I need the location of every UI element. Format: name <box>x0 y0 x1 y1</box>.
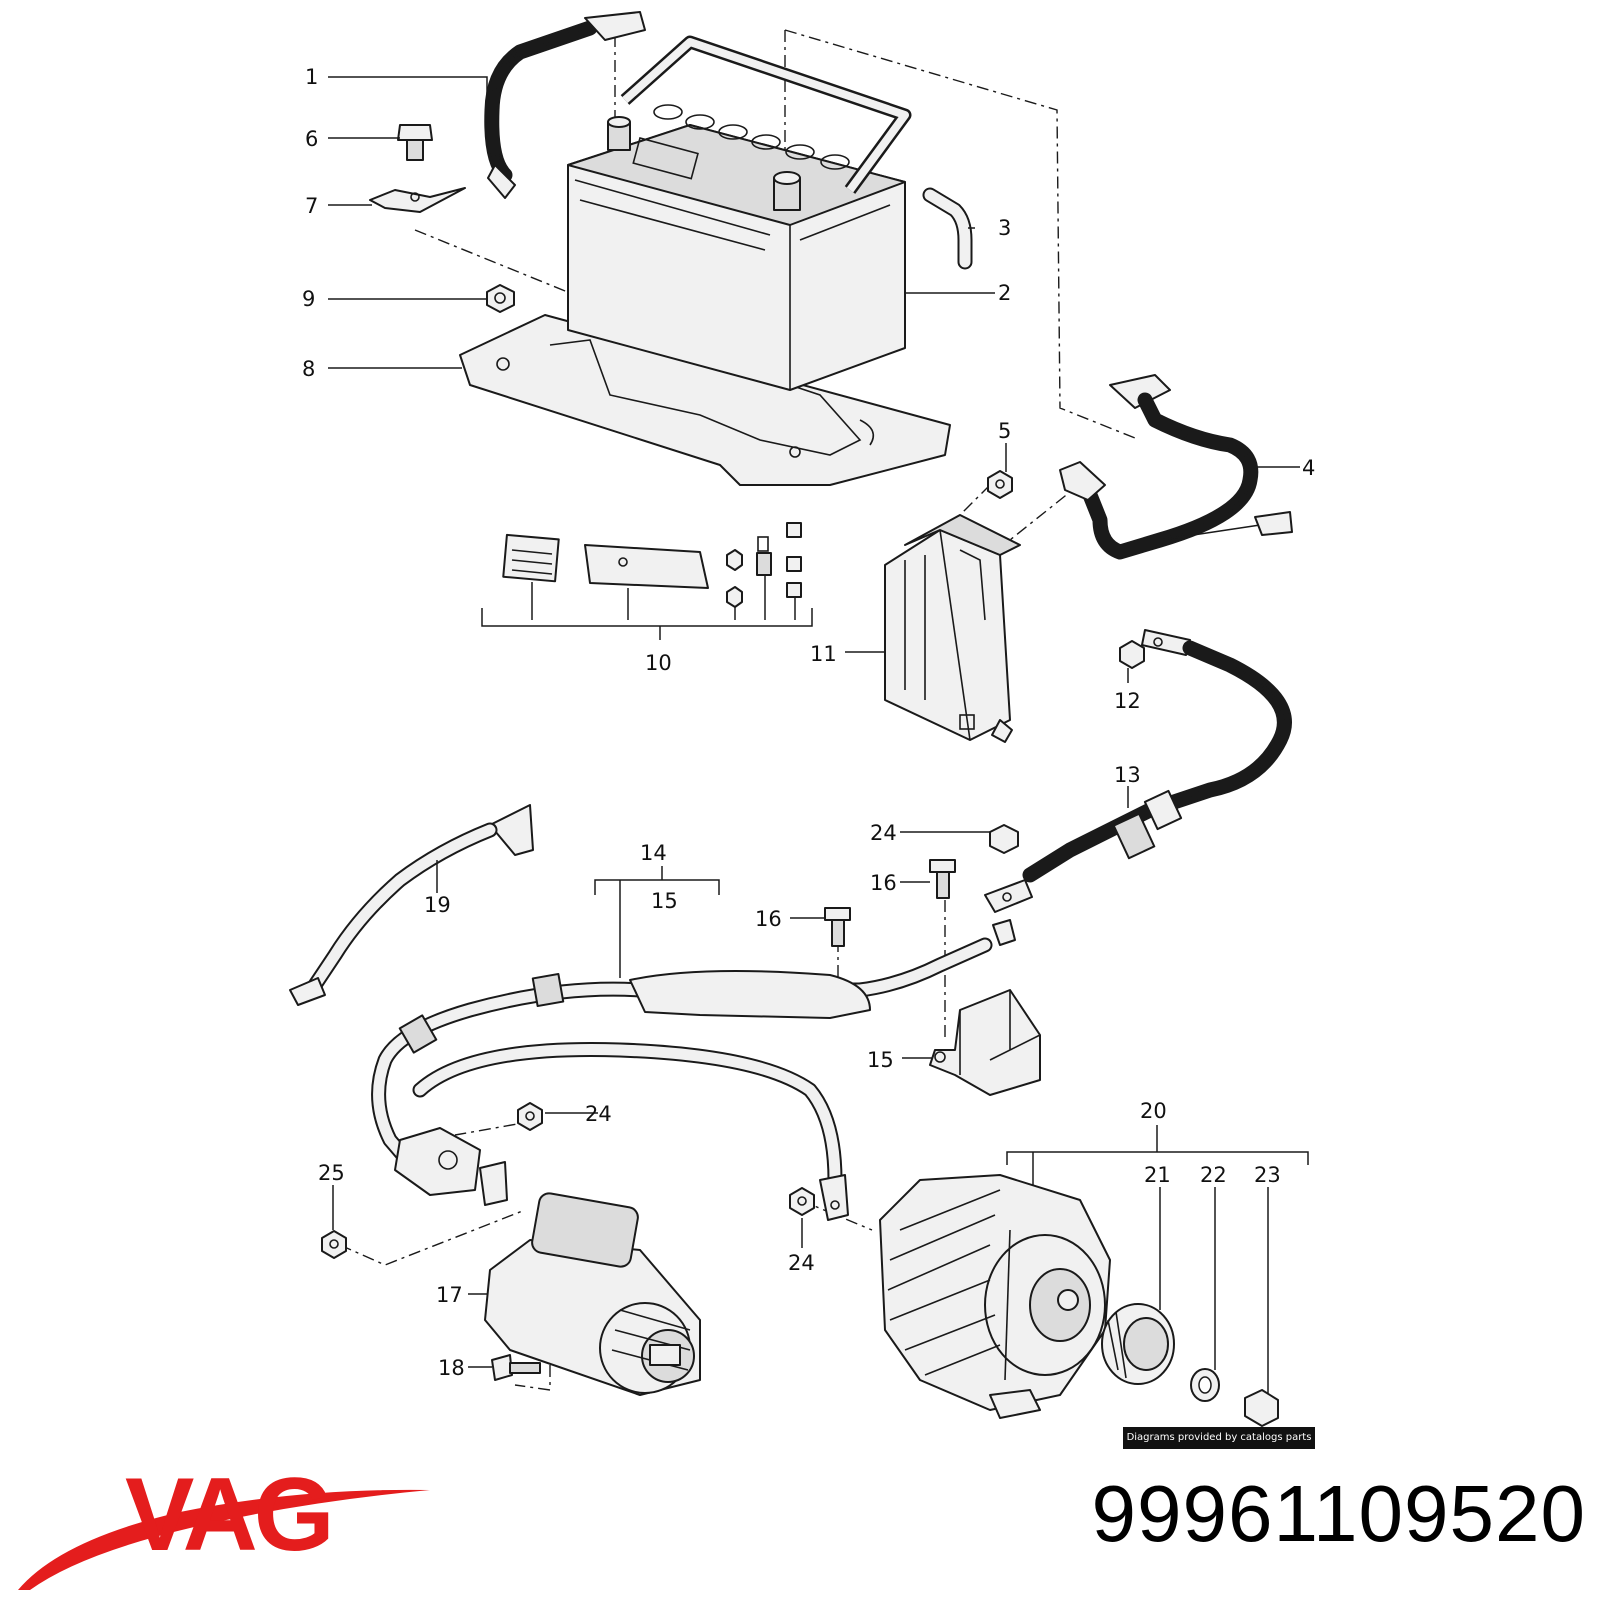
cable-19 <box>289 804 534 1006</box>
nut-24-low <box>789 1187 815 1216</box>
callout-12: 12 <box>1114 689 1141 713</box>
elbow-fitting <box>922 187 973 270</box>
callout-19: 19 <box>424 893 451 917</box>
callout-20: 20 <box>1140 1099 1167 1123</box>
bolt-6 <box>397 124 433 161</box>
nut-25 <box>321 1230 347 1259</box>
callout-16-mid: 16 <box>755 907 782 931</box>
callout-21: 21 <box>1144 1163 1171 1187</box>
cable-harness <box>371 937 993 1221</box>
nut-12 <box>1119 640 1145 669</box>
callout-3: 3 <box>998 216 1011 240</box>
starter-motor <box>484 1192 701 1396</box>
nut-24-top <box>989 824 1019 854</box>
callout-24-top: 24 <box>870 821 897 845</box>
callout-8: 8 <box>302 357 315 381</box>
callout-15-top: 15 <box>651 889 678 913</box>
pulley-21 <box>1101 1303 1175 1385</box>
callout-10: 10 <box>645 651 672 675</box>
bolt-16-mid <box>824 907 851 947</box>
control-unit <box>884 514 1021 743</box>
callout-14: 14 <box>640 841 667 865</box>
clamp-7 <box>369 187 466 213</box>
bracket-15 <box>929 919 1041 1096</box>
bolt-18 <box>491 1354 541 1381</box>
alternator <box>879 1174 1111 1419</box>
callout-16-top: 16 <box>870 871 897 895</box>
callout-24-low: 24 <box>788 1251 815 1275</box>
callout-23: 23 <box>1254 1163 1281 1187</box>
callout-17: 17 <box>436 1283 463 1307</box>
logo-swoosh <box>18 1489 430 1590</box>
nut-23 <box>1244 1389 1279 1427</box>
brand-name: VAG <box>125 1457 331 1573</box>
kit-10 <box>481 522 813 640</box>
battery <box>567 35 912 391</box>
callout-9: 9 <box>302 287 315 311</box>
callout-22: 22 <box>1200 1163 1227 1187</box>
leader-lines <box>328 76 1309 1393</box>
callout-5: 5 <box>998 419 1011 443</box>
callout-18: 18 <box>438 1356 465 1380</box>
washer-22 <box>1190 1368 1220 1402</box>
callout-24-mid: 24 <box>585 1102 612 1126</box>
nut-24-mid <box>517 1102 543 1131</box>
callout-25: 25 <box>318 1161 345 1185</box>
callout-15-bottom: 15 <box>867 1048 894 1072</box>
diagram-credit: Diagrams provided by catalogs parts <box>1123 1427 1315 1449</box>
callout-6: 6 <box>305 127 318 151</box>
bolt-16-top <box>929 859 956 899</box>
callout-2: 2 <box>998 281 1011 305</box>
battery-tray <box>459 314 951 486</box>
nut-5 <box>987 470 1013 499</box>
battery-cable <box>484 11 646 199</box>
cable-13 <box>984 629 1292 913</box>
callout-4: 4 <box>1302 456 1315 480</box>
part-number: 99961109520 <box>1091 1469 1586 1558</box>
vag-logo: VAG <box>18 1457 430 1590</box>
cable-4 <box>1059 374 1293 560</box>
callout-13: 13 <box>1114 763 1141 787</box>
callout-numbers: 1 6 7 9 8 3 2 5 4 10 11 12 13 24 14 15 1… <box>302 65 1315 1380</box>
callout-7: 7 <box>305 194 318 218</box>
callout-11: 11 <box>810 642 837 666</box>
callout-1: 1 <box>305 65 318 89</box>
nut-9 <box>486 284 515 313</box>
